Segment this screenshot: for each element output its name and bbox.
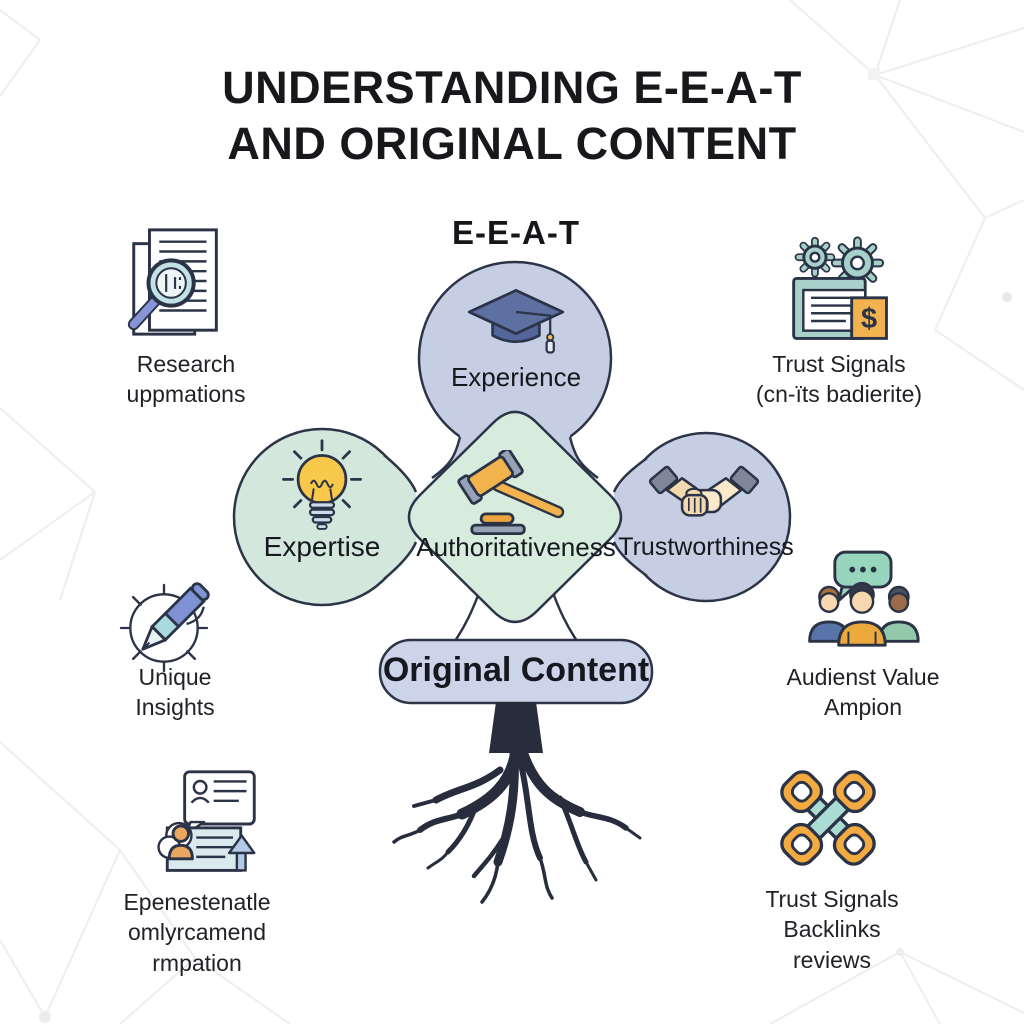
trust-signals-label: Trust Signals (cn-ïts badierite) — [755, 351, 923, 408]
authoritativeness-label: Authoritativeness — [416, 532, 616, 562]
credential-card-icon — [157, 770, 256, 872]
research-label: Research uppmations — [126, 351, 246, 408]
backlinks-label: Trust Signals Backlinks reviews — [765, 886, 899, 973]
handshake-icon — [648, 465, 760, 517]
unique-insights-label: Unique Insights — [135, 664, 215, 721]
dollar-glyph: $ — [861, 303, 877, 335]
title-line1: UNDERSTANDING E-E-A-T — [222, 62, 802, 113]
trustworthiness-label: Trustworthiness — [618, 533, 794, 561]
credential-label: Epenestenatle omlyrcamend rmpation — [123, 889, 271, 976]
backlinks-chain-icon — [780, 770, 876, 866]
page-title: UNDERSTANDING E-E-A-T AND ORIGINAL CONTE… — [0, 60, 1024, 172]
expertise-label: Expertise — [263, 531, 381, 562]
magnifier-document-icon — [127, 228, 218, 336]
gavel-icon — [457, 450, 565, 536]
original-content-label: Original Content — [382, 651, 650, 689]
authoritativeness-diamond — [407, 410, 623, 624]
roots-illustration — [392, 702, 642, 904]
pen-compass-icon — [119, 582, 210, 673]
title-line2: AND ORIGINAL CONTENT — [227, 117, 797, 169]
gears-dollar-icon: $ — [792, 236, 888, 340]
audience-value-label: Audienst Value Ampion — [786, 664, 940, 721]
audience-chat-icon — [808, 550, 920, 647]
graduation-cap-icon — [467, 289, 565, 354]
eeat-heading: E-E-A-T — [452, 214, 580, 251]
experience-label: Experience — [450, 362, 582, 392]
lightbulb-icon — [282, 439, 362, 530]
